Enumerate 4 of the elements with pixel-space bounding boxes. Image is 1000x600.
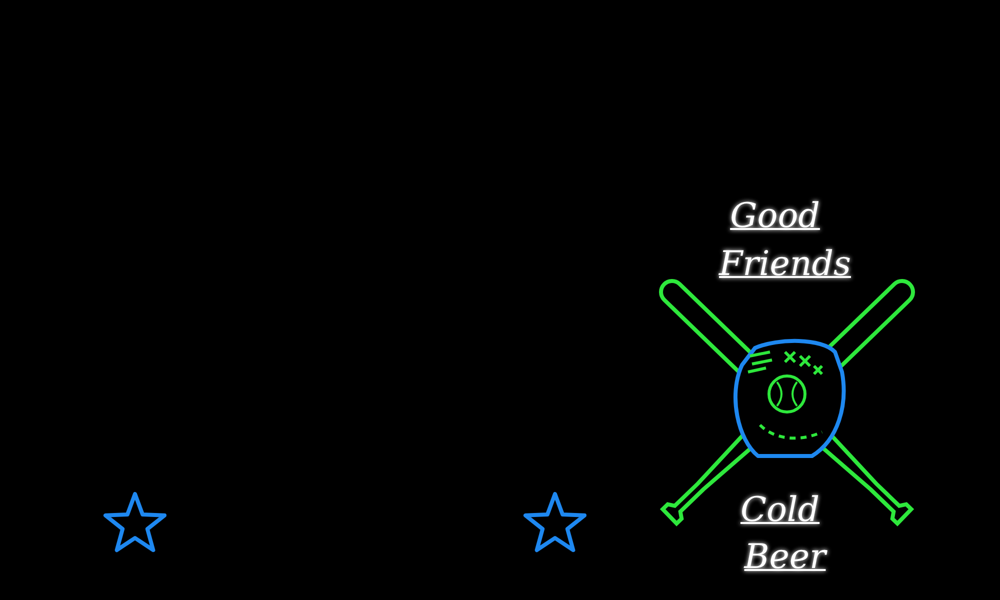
neon-script-text: Friends [718, 244, 852, 284]
neon-script-text: Good [729, 196, 821, 236]
neon-script-text: Beer [742, 537, 828, 577]
neon-script-text: Cold [739, 490, 821, 530]
